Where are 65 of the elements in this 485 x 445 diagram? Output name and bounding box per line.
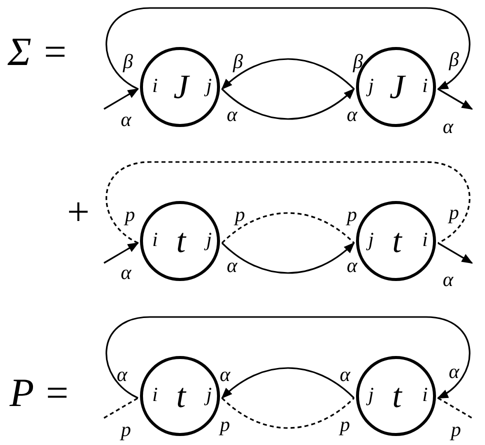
circle-node [356,356,436,436]
line-index-label: α [448,362,460,382]
math-symbol: j [206,385,212,405]
dashed-line [438,397,472,419]
equation-term: P = [10,373,70,413]
line-index-label: β [233,52,243,72]
dashed-line [104,397,138,419]
line-index-label: p [235,205,245,225]
line-index-label: α [442,117,454,137]
line-index-label: β [123,52,133,72]
line-index-label: α [340,365,350,385]
line-index-label: α [120,263,132,283]
arrow [438,242,473,264]
math-symbol: j [206,76,212,96]
math-symbol: i [422,230,428,250]
dashed-line [221,212,355,244]
math-symbol: j [368,385,374,405]
line-index-label: p [121,420,131,440]
math-symbol: i [422,385,428,405]
line-index-label: p [451,420,461,440]
arrow [106,316,470,399]
math-symbol: t [392,225,402,259]
arrow [221,367,355,399]
arrow [221,88,355,120]
math-symbol: J [173,71,189,105]
circle-node [140,47,220,127]
math-symbol: t [176,225,186,259]
dashed-line [106,161,470,244]
math-symbol: i [422,76,428,96]
arrow [104,88,139,110]
line-index-label: p [220,415,230,435]
line-index-label: α [226,256,238,276]
arrow [104,242,139,264]
math-symbol: j [368,76,374,96]
arrow [438,88,473,110]
circle-node [140,201,220,281]
line-index-label: p [340,415,350,435]
line-index-label: α [442,270,454,290]
equation-term: Σ = [8,32,68,72]
circle-node [356,201,436,281]
math-symbol: j [206,230,212,250]
line-index-label: p [449,203,459,223]
line-index-label: α [120,110,132,130]
line-index-label: p [125,205,135,225]
line-index-label: β [449,50,459,70]
line-index-label: α [346,105,358,125]
arrow [221,58,355,90]
circle-node [140,356,220,436]
line-index-label: α [346,256,358,276]
arrow [106,7,470,90]
math-symbol: i [152,230,158,250]
math-symbol: j [368,230,374,250]
math-symbol: i [152,385,158,405]
line-index-label: α [220,365,230,385]
math-symbol: t [176,380,186,414]
line-index-label: α [116,365,128,385]
dashed-line [221,397,355,429]
arrow [221,242,355,274]
line-index-label: p [347,205,357,225]
math-symbol: i [152,76,158,96]
line-index-label: α [226,105,238,125]
math-symbol: J [389,71,405,105]
math-symbol: t [392,380,402,414]
line-index-label: β [353,52,363,72]
equation-term: + [64,192,92,232]
